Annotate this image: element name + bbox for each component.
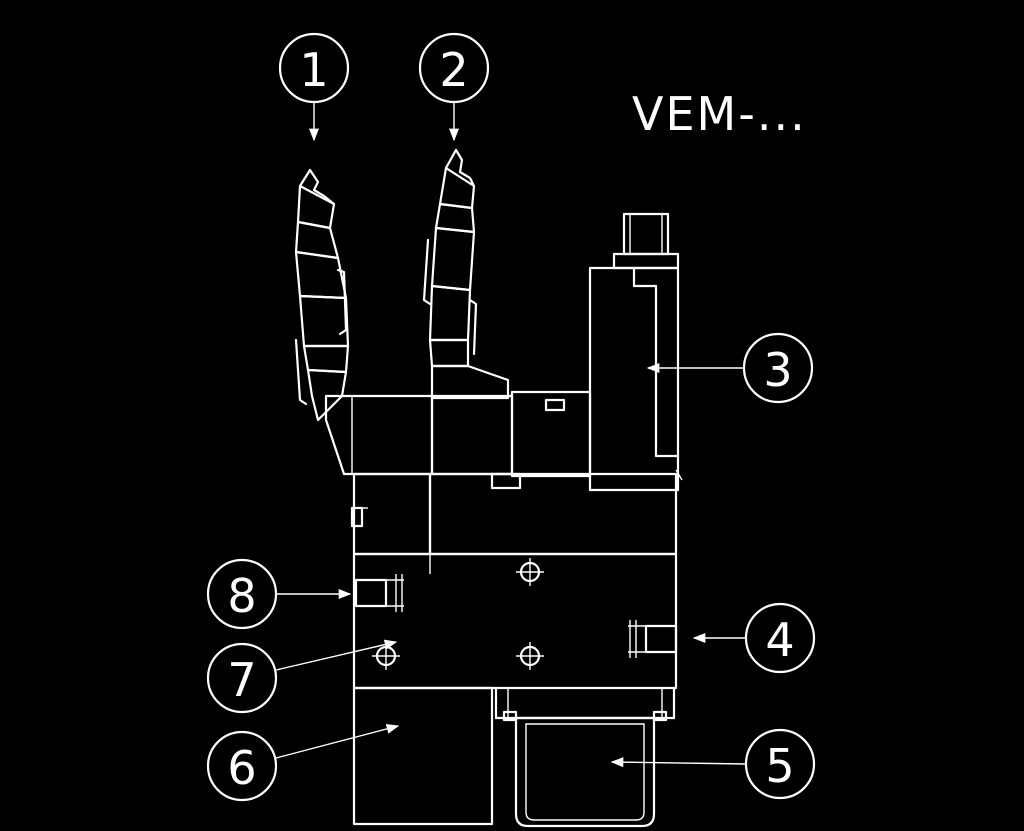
callout-8: 8 (206, 558, 352, 630)
callout-2: 2 (418, 32, 490, 142)
callout-7: 7 (206, 639, 398, 714)
valve-body-upper (324, 390, 678, 556)
filter-bowl (514, 716, 656, 828)
callout-label: 5 (765, 739, 794, 793)
silencer-block (352, 686, 494, 826)
pressure-switch (588, 212, 683, 492)
callout-label: 1 (299, 43, 328, 97)
valve-body-lower (352, 552, 678, 722)
callout-6: 6 (206, 724, 400, 802)
callout-label: 6 (227, 741, 256, 795)
connector-plug-2 (422, 148, 510, 400)
callout-label: 4 (765, 613, 794, 667)
callout-3: 3 (646, 332, 814, 404)
callout-5: 5 (610, 728, 816, 800)
callout-label: 7 (227, 653, 256, 707)
connector-plug-1 (294, 168, 350, 422)
callout-label: 3 (763, 343, 792, 397)
callout-1: 1 (278, 32, 350, 142)
callout-label: 2 (439, 43, 468, 97)
model-title: VEM-... (632, 87, 807, 141)
callout-4: 4 (692, 602, 816, 674)
callout-label: 8 (227, 569, 256, 623)
